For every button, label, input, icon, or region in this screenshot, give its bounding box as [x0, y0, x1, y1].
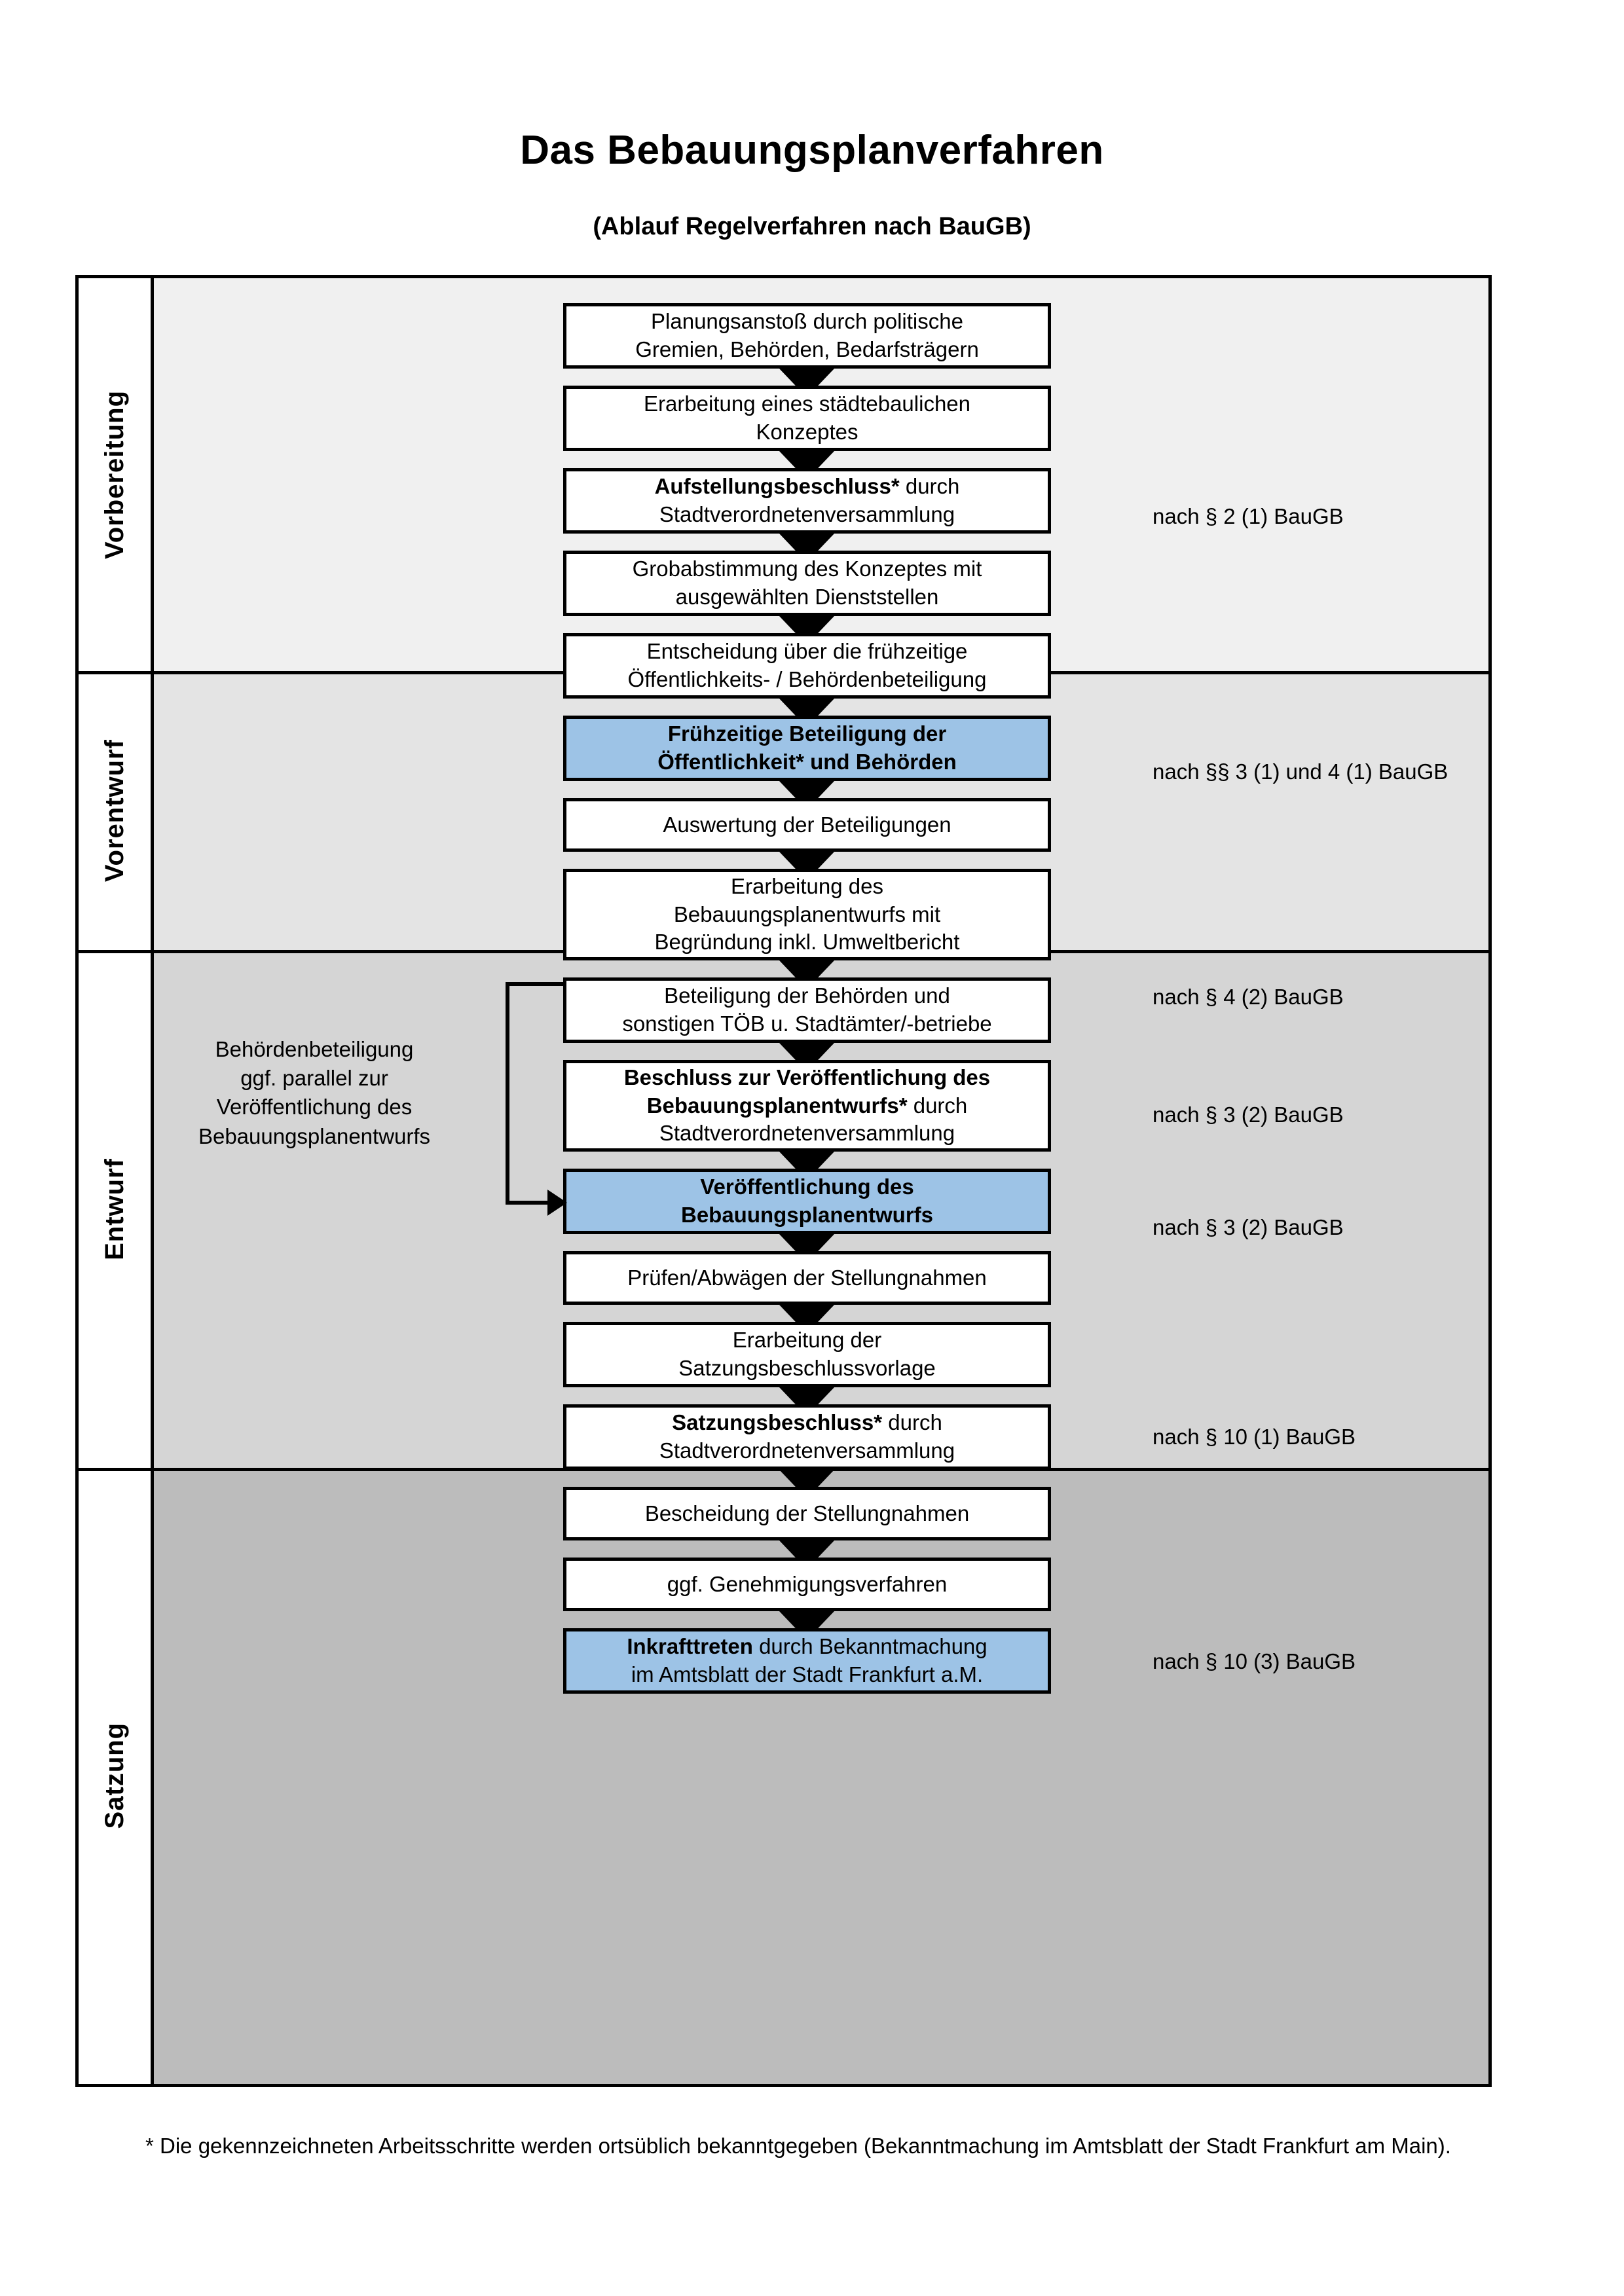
sidenote-line: Veröffentlichung des — [216, 1095, 413, 1120]
step-box-satzungsbeschlussvorlage[interactable]: Erarbeitung der Satzungsbeschlussvorlage — [563, 1322, 1051, 1387]
page-title: Das Bebauungsplanverfahren — [520, 128, 1104, 173]
step-box-auswertung-beteiligungen[interactable]: Auswertung der Beteiligungen — [563, 798, 1051, 852]
reference-par-3-4-1: nach §§ 3 (1) und 4 (1) BauGB — [1153, 759, 1449, 784]
reference-par-2-1: nach § 2 (1) BauGB — [1153, 504, 1344, 528]
phase-label-text: Vorbereitung — [100, 390, 129, 559]
sidenote-line: Bebauungsplanentwurfs — [198, 1123, 431, 1148]
step-text: Erarbeitung eines städtebaulichen Konzep… — [643, 392, 970, 444]
reference-par-4-2: nach § 4 (2) BauGB — [1153, 985, 1344, 1009]
step-text: Frühzeitige Beteiligung der Öffentlichke… — [657, 721, 957, 774]
step-text: Veröffentlichung des Bebauungsplanentwur… — [680, 1175, 934, 1227]
step-text: Auswertung der Beteiligungen — [663, 812, 951, 837]
phase-label-entwurf: Entwurf — [79, 950, 151, 1468]
step-text: Erarbeitung der Satzungsbeschlussvorlage — [678, 1328, 936, 1380]
phase-label-column-divider — [151, 278, 154, 2084]
step-box-planungsanstoss[interactable]: Planungsanstoß durch politische Gremien,… — [563, 303, 1051, 369]
step-box-staedtebauliches-konzept[interactable]: Erarbeitung eines städtebaulichen Konzep… — [563, 386, 1051, 451]
step-text: Bescheidung der Stellungnahmen — [644, 1501, 970, 1525]
phase-label-vorentwurf: Vorentwurf — [79, 671, 151, 950]
step-text: ggf. Genehmigungsverfahren — [667, 1571, 948, 1596]
process-diagram-frame: Vorbereitung Vorentwurf Entwurf Satzung … — [75, 275, 1492, 2087]
step-box-grobabstimmung[interactable]: Grobabstimmung des Konzeptes mit ausgewä… — [563, 551, 1051, 616]
reference-par-10-1: nach § 10 (1) BauGB — [1153, 1425, 1356, 1449]
reference-par-3-2-b: nach § 3 (2) BauGB — [1153, 1215, 1344, 1239]
reference-par-10-3: nach § 10 (3) BauGB — [1153, 1649, 1356, 1673]
phase-label-text: Entwurf — [100, 1157, 129, 1260]
step-box-fruehzeitige-beteiligung[interactable]: Frühzeitige Beteiligung der Öffentlichke… — [563, 716, 1051, 781]
phase-label-text: Satzung — [100, 1722, 129, 1829]
step-box-bescheidung-stellungnahmen[interactable]: Bescheidung der Stellungnahmen — [563, 1487, 1051, 1540]
reference-par-3-2-a: nach § 3 (2) BauGB — [1153, 1102, 1344, 1127]
step-text: Erarbeitung des Bebauungsplanentwurfs mi… — [654, 873, 960, 955]
phase-label-text: Vorentwurf — [100, 738, 129, 883]
step-box-genehmigungsverfahren[interactable]: ggf. Genehmigungsverfahren — [563, 1558, 1051, 1611]
footnote-text: * Die gekennzeichneten Arbeitsschritte w… — [145, 2134, 1451, 2158]
step-box-beteiligung-behoerden-toeb[interactable]: Beteiligung der Behörden und sonstigen T… — [563, 977, 1051, 1043]
step-box-entscheidung-fruehzeitige-beteiligung[interactable]: Entscheidung über die frühzeitige Öffent… — [563, 633, 1051, 699]
step-box-veroeffentlichung-entwurf[interactable]: Veröffentlichung des Bebauungsplanentwur… — [563, 1169, 1051, 1234]
step-box-pruefen-abwaegen[interactable]: Prüfen/Abwägen der Stellungnahmen — [563, 1251, 1051, 1305]
phase-label-vorbereitung: Vorbereitung — [79, 278, 151, 671]
sidenote-line: ggf. parallel zur — [240, 1066, 388, 1091]
step-box-erarbeitung-bebauungsplanentwurf[interactable]: Erarbeitung des Bebauungsplanentwurfs mi… — [563, 869, 1051, 960]
phase-label-satzung: Satzung — [79, 1468, 151, 2084]
sidenote-behoerdenbeteiligung: Behördenbeteiligung ggf. parallel zur Ve… — [167, 1035, 462, 1151]
step-text: Prüfen/Abwägen der Stellungnahmen — [627, 1265, 987, 1290]
step-text: Entscheidung über die frühzeitige Öffent… — [627, 639, 987, 691]
step-text: Grobabstimmung des Konzeptes mit ausgewä… — [632, 556, 982, 609]
step-text: Planungsanstoß durch politische Gremien,… — [635, 309, 979, 361]
step-text: Beteiligung der Behörden und sonstigen T… — [622, 983, 992, 1036]
page-subtitle: (Ablauf Regelverfahren nach BauGB) — [593, 213, 1031, 240]
sidenote-line: Behördenbeteiligung — [215, 1037, 414, 1061]
